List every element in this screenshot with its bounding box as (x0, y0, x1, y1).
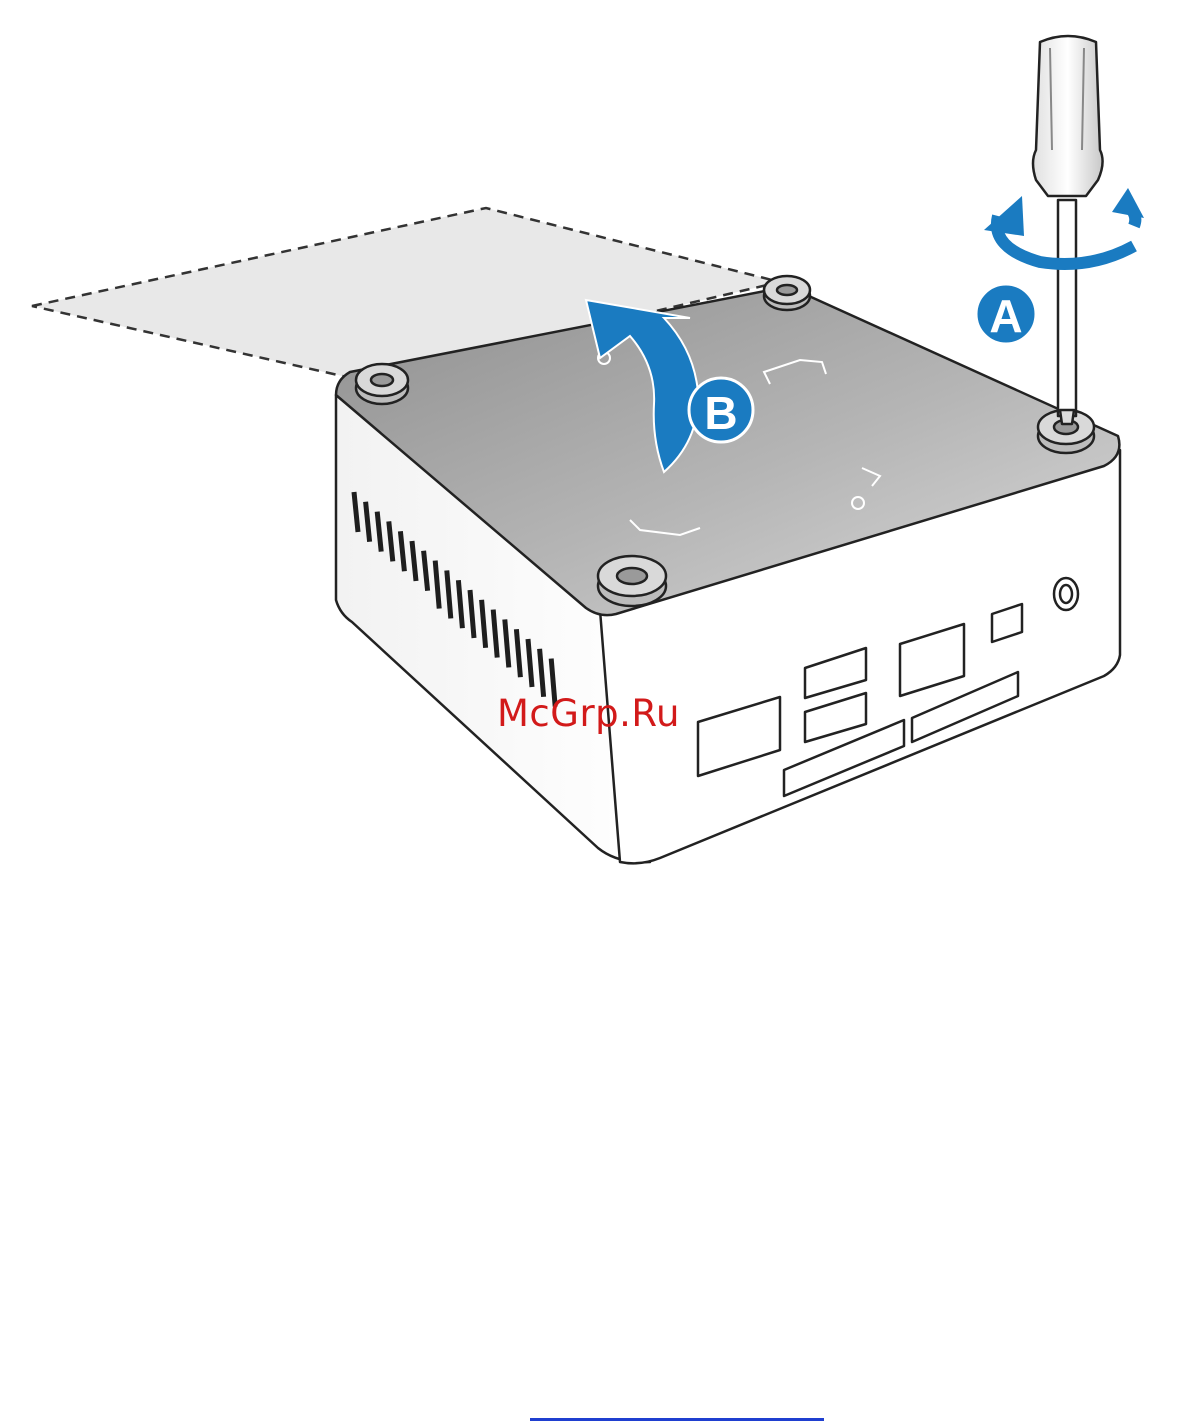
screw-front (598, 556, 666, 606)
footer-link-underline[interactable] (530, 1418, 824, 1421)
screwdriver-icon (1033, 36, 1103, 424)
screw-left (356, 364, 408, 404)
rotate-arrow-head-right (1112, 188, 1144, 218)
callout-a-label: A (989, 290, 1022, 342)
rotate-arrow-head-left (984, 196, 1024, 236)
callout-b: B (689, 378, 753, 442)
mini-pc-chassis (336, 276, 1120, 863)
watermark-text: McGrp.Ru (497, 692, 680, 735)
callout-a: A (976, 284, 1036, 344)
screw-back (764, 276, 810, 310)
callout-b-label: B (704, 387, 737, 439)
